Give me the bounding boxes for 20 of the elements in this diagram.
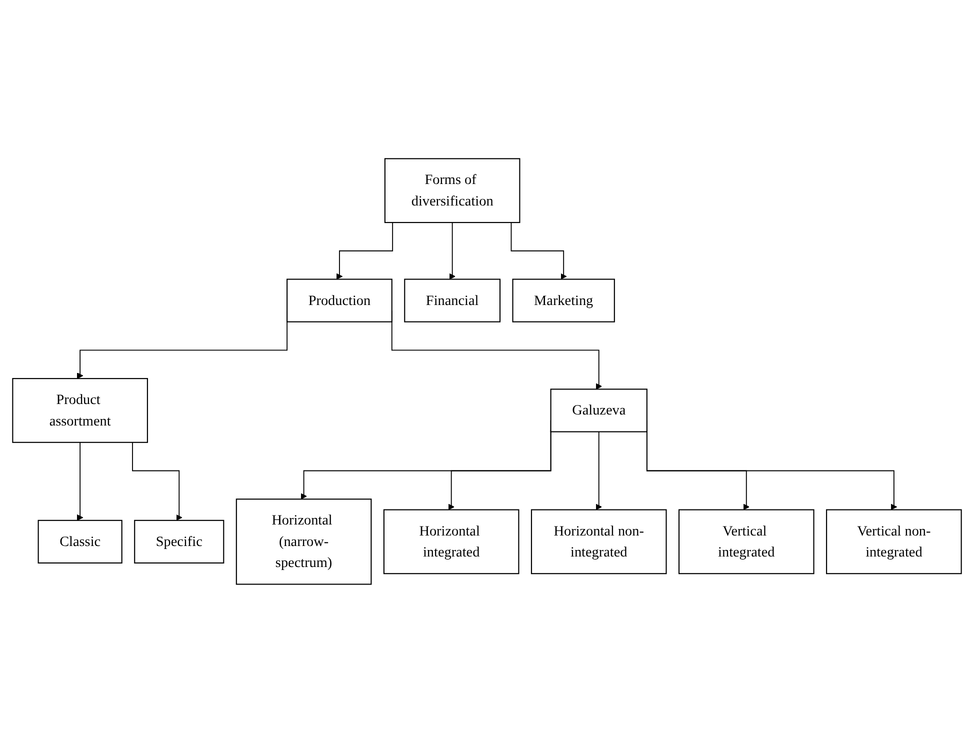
node-box — [286, 278, 392, 322]
diagram: Forms of diversification Production Financial Marketing Product assortment Galuzeva Classic Specific Horizontal (narrow-spectrum) Horizontal integrated Horizontal non-integrated Vertical integrated Vertical non-integrated — [7, 152, 967, 590]
node-box — [236, 498, 372, 584]
arrow — [449, 222, 456, 280]
node-box — [12, 378, 148, 442]
node-box — [384, 158, 520, 223]
arrow — [336, 222, 394, 280]
node-box — [530, 508, 667, 574]
arrow — [510, 222, 567, 280]
arrow — [76, 441, 84, 520]
node-box — [678, 508, 814, 574]
node-box — [512, 278, 615, 322]
node-box — [550, 388, 648, 432]
node-box — [826, 508, 962, 574]
node-box — [38, 519, 122, 564]
node-box — [134, 519, 224, 564]
node-box — [383, 508, 520, 574]
node-box — [404, 278, 501, 322]
arrow — [132, 441, 182, 520]
arrow — [596, 430, 602, 510]
